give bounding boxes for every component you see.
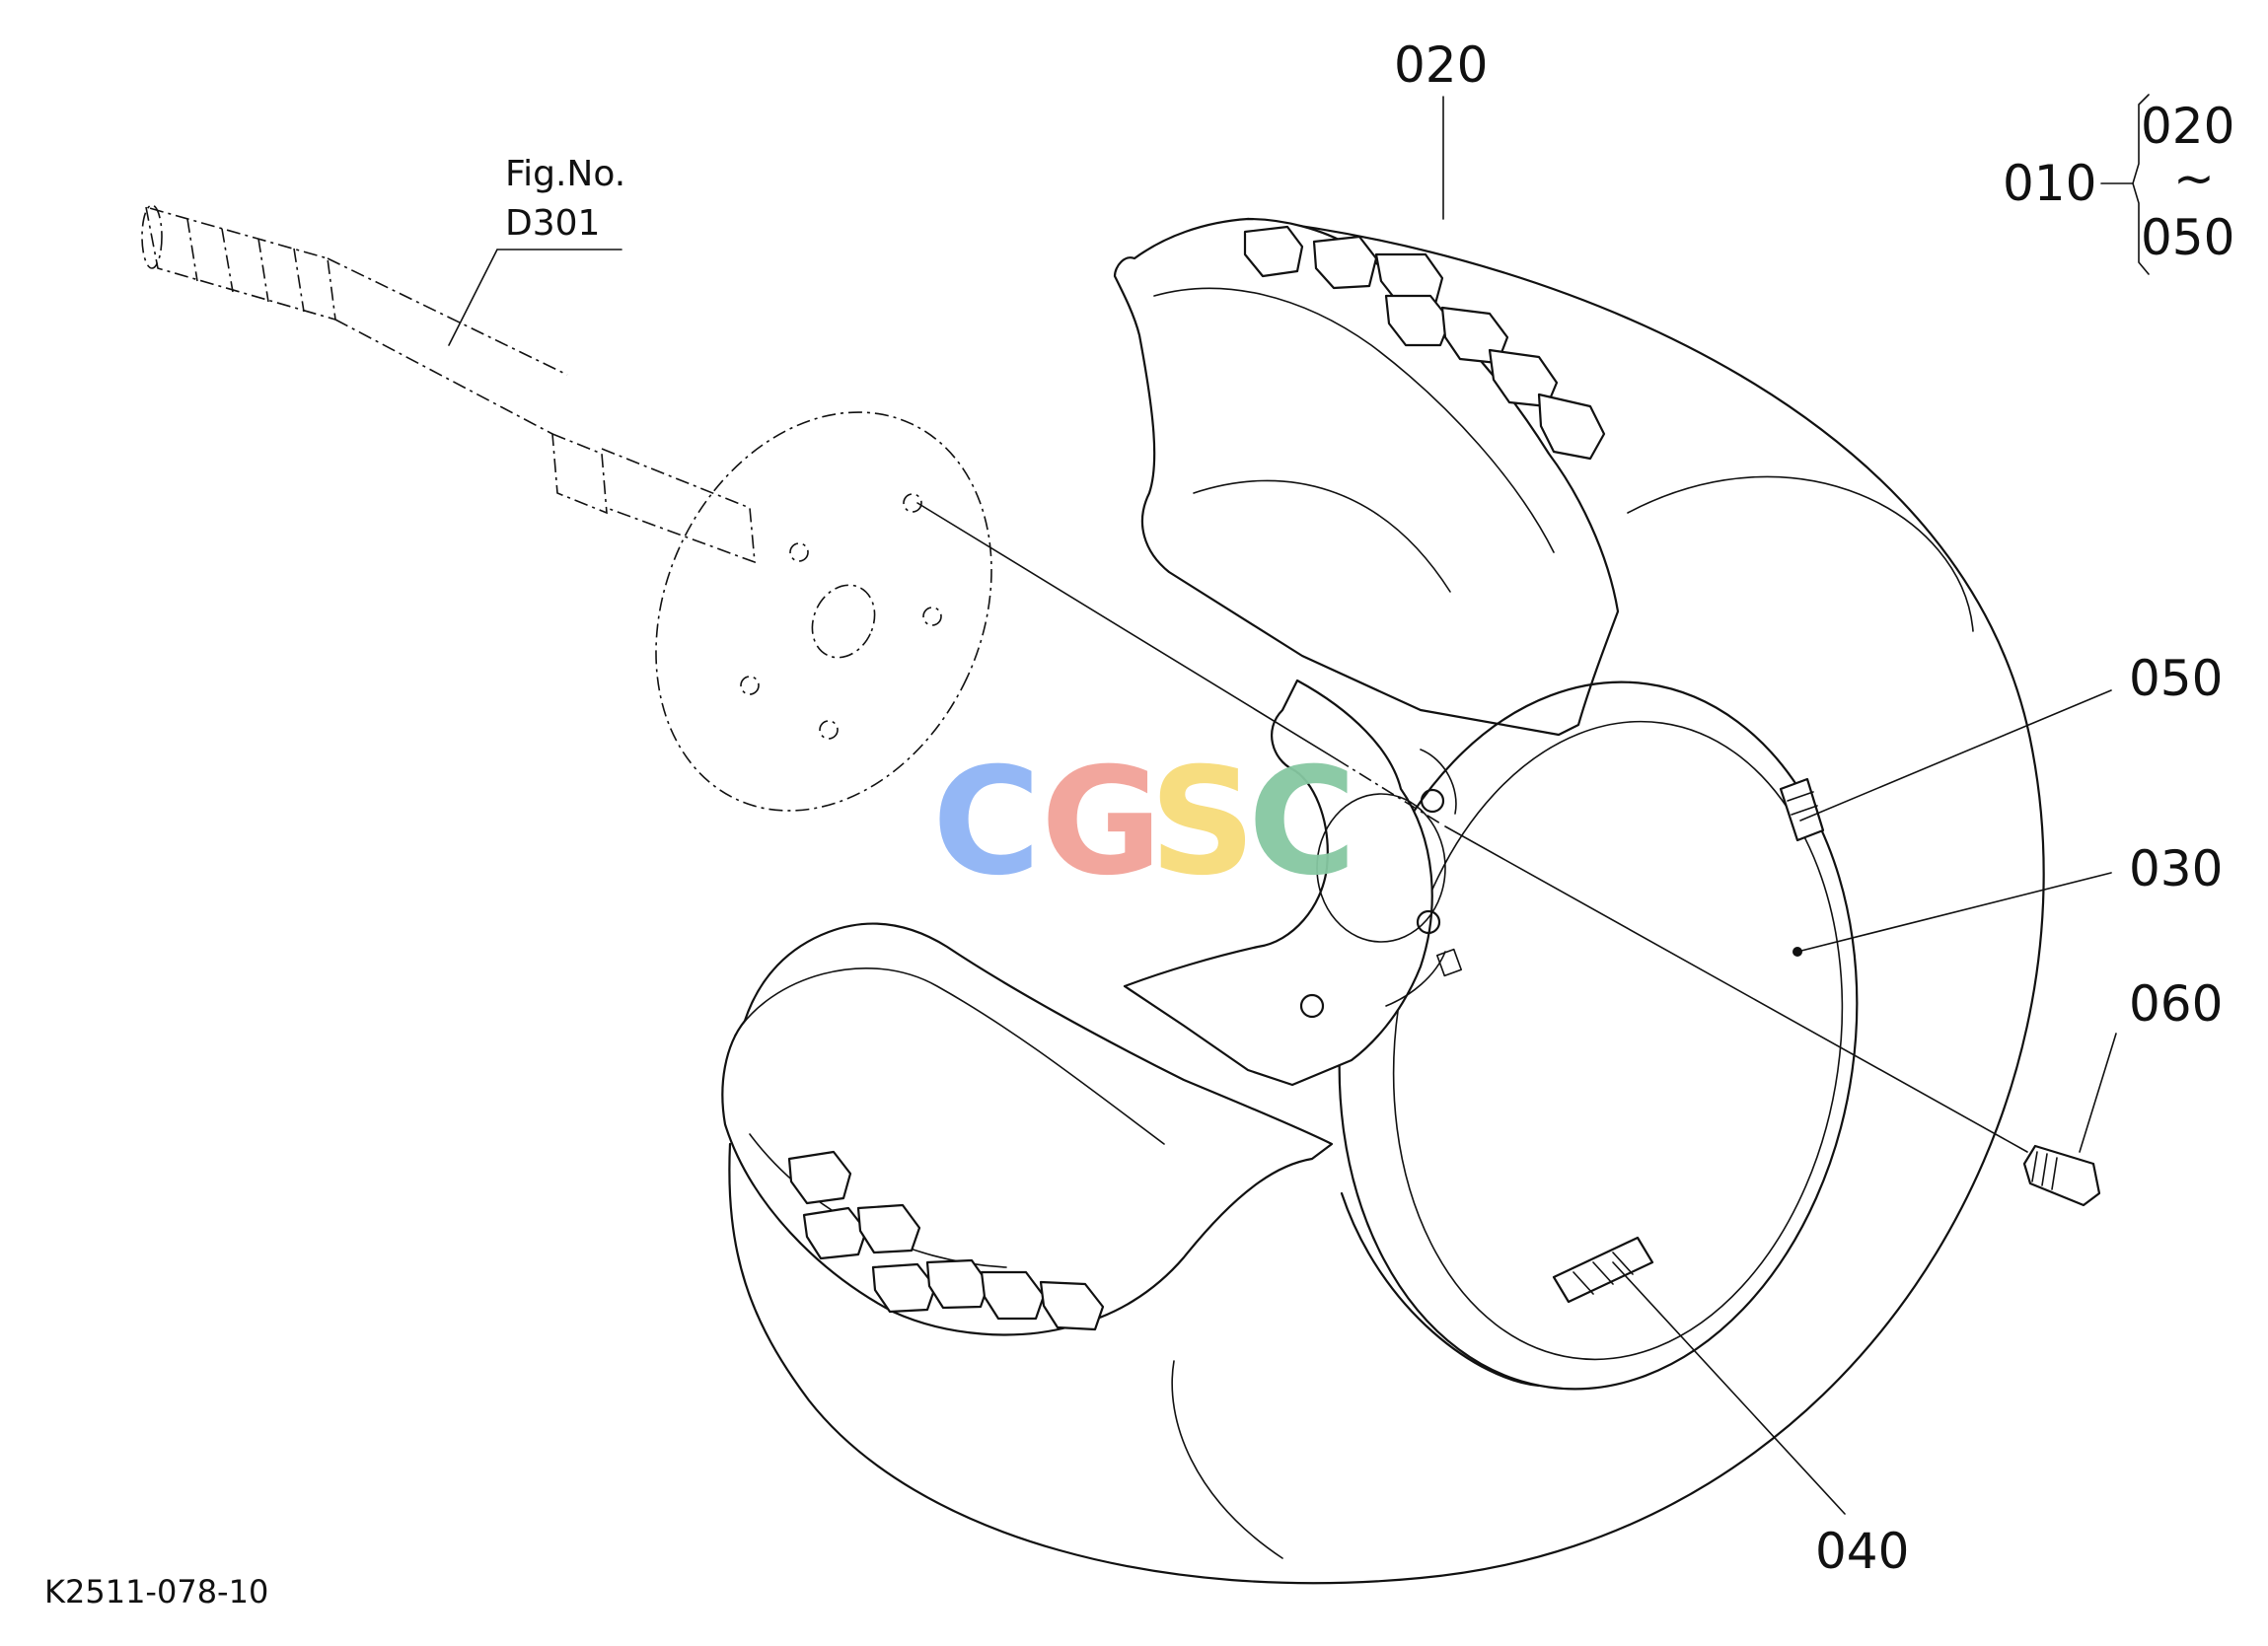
svg-text:G: G	[1041, 737, 1162, 908]
wheel-disc	[1123, 679, 1463, 1087]
part-010-label: 010	[2003, 155, 2096, 212]
upper-tread-lugs	[1243, 225, 1606, 461]
drawing-code-label: K2511-078-10	[44, 1573, 268, 1610]
tire-drawing	[721, 217, 2045, 1585]
part-060-label: 060	[2129, 975, 2223, 1033]
fig-ref-label: D301	[505, 203, 600, 244]
lower-tread-lugs	[787, 1150, 1105, 1331]
bracket-bottom-label: 050	[2141, 209, 2234, 266]
watermark-logo: C G S C	[932, 737, 1356, 908]
part-050-label: 050	[2129, 650, 2223, 707]
valve-drawing	[1779, 777, 1825, 842]
hub-flange-drawing	[655, 411, 992, 812]
svg-text:S: S	[1149, 737, 1256, 908]
svg-text:C: C	[932, 737, 1041, 908]
svg-text:C: C	[1248, 737, 1356, 908]
part-labels: Fig.No. D301 020 010 020 ~ 050 050 030 0…	[44, 36, 2234, 1610]
axle-shaft-drawing	[141, 204, 756, 564]
part-030-label: 030	[2129, 840, 2223, 897]
bracket-sep-label: ~	[2173, 150, 2215, 207]
fig-no-label: Fig.No.	[505, 154, 625, 194]
bolt-drawing	[2022, 1144, 2101, 1207]
leader-lines	[448, 94, 2150, 1515]
part-040-label: 040	[1815, 1523, 1909, 1580]
bracket-top-label: 020	[2141, 98, 2234, 155]
part-020-label: 020	[1394, 36, 1488, 94]
weight-drawing	[1552, 1236, 1654, 1304]
